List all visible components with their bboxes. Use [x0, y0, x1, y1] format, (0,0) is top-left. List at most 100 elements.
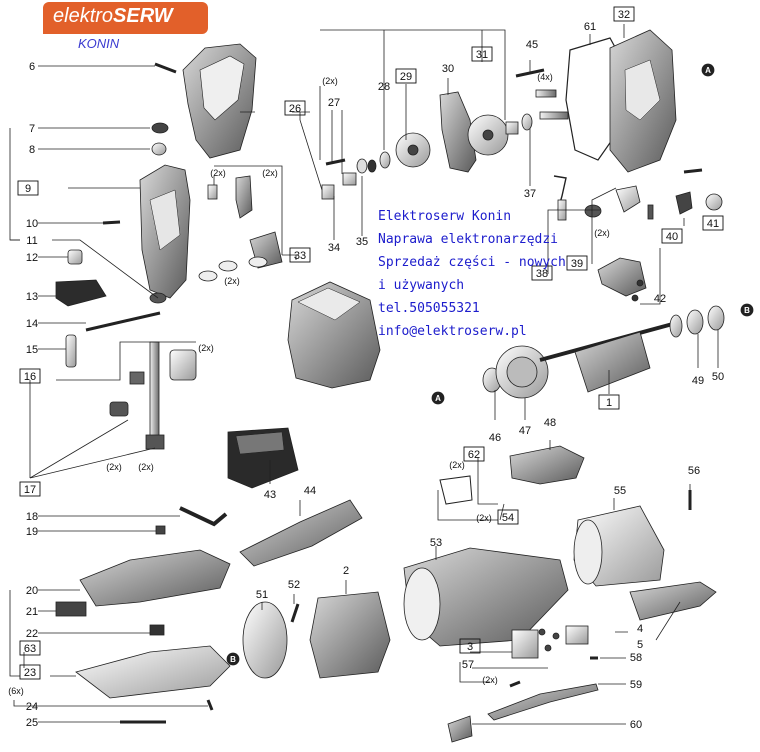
callout-19: 19 [26, 526, 38, 538]
callout-48: 48 [544, 417, 556, 429]
info-service: Naprawa elektronarzędzi [378, 232, 559, 247]
qty-note: (2x) [262, 168, 278, 178]
callout-box-3 [459, 638, 481, 654]
callout-27: 27 [328, 97, 340, 109]
part-12-block [67, 249, 83, 265]
part-33-link [235, 175, 253, 219]
callout-42: 42 [654, 293, 666, 305]
part-1-armature [574, 331, 651, 393]
part-13-cover [55, 279, 107, 307]
callout-17: 17 [24, 484, 36, 496]
callout-14: 14 [26, 318, 38, 330]
part-21-pad [55, 601, 87, 617]
qty-note: (2x) [482, 675, 498, 685]
info-phone: tel.505055321 [378, 301, 480, 316]
callout-60: 60 [630, 719, 642, 731]
part-4-5-cable-guard [629, 581, 717, 621]
callout-28: 28 [378, 81, 390, 93]
callout-51: 51 [256, 589, 268, 601]
callout-52: 52 [288, 579, 300, 591]
part-8-bush [151, 142, 167, 156]
qty-note: (2x) [594, 228, 610, 238]
callout-59: 59 [630, 679, 642, 691]
ref-label-a-mid: A [435, 394, 441, 403]
callout-box-40 [661, 228, 683, 244]
callout-11: 11 [26, 235, 37, 247]
callout-44: 44 [304, 485, 316, 497]
callout-37: 37 [524, 188, 536, 200]
info-company: Elektroserw Konin [378, 209, 512, 224]
callout-4: 4 [637, 623, 643, 635]
contact-info: Elektroserw Konin Naprawa elektronarzędz… [378, 205, 566, 343]
part-48-module [509, 445, 585, 485]
callout-8: 8 [29, 144, 35, 156]
qty-note: (2x) [476, 513, 492, 523]
callout-1: 1 [606, 397, 612, 409]
ref-label-b-bottom: B [230, 655, 236, 664]
callout-12: 12 [26, 252, 38, 264]
callout-box-26 [284, 100, 306, 116]
callout-box-63 [19, 640, 41, 656]
callout-24: 24 [26, 701, 38, 713]
part-45-screw [515, 68, 545, 78]
callout-39: 39 [571, 258, 583, 270]
info-parts: Sprzedaż części - nowych [378, 255, 566, 270]
callout-54: 54 [502, 512, 514, 524]
brand-name-light: elektro [53, 5, 114, 27]
brand-name-bold: SERW [113, 5, 173, 27]
callout-box-31 [471, 46, 493, 62]
callout-40: 40 [666, 231, 678, 243]
callout-box-38 [531, 265, 553, 281]
info-email[interactable]: info@elektroserw.pl [378, 324, 527, 339]
callout-30: 30 [442, 63, 454, 75]
part-34-sleeve [321, 184, 335, 200]
callout-box-16 [19, 368, 41, 384]
callout-2: 2 [343, 565, 349, 577]
callout-21: 21 [26, 606, 38, 618]
callout-33: 33 [294, 250, 306, 262]
callout-10: 10 [26, 218, 38, 230]
part-40-clip [597, 257, 647, 297]
ref-label-b-top: B [744, 306, 750, 315]
callout-box-9 [17, 180, 39, 196]
callout-box-1 [598, 394, 620, 410]
callout-box-54 [497, 509, 519, 525]
qty-note: (2x) [210, 168, 226, 178]
ref-label-a-top: A [705, 66, 711, 75]
callout-box-62 [463, 446, 485, 462]
brand-logo: elektroSERW [43, 2, 208, 34]
callout-46: 46 [489, 432, 501, 444]
callout-56: 56 [688, 465, 700, 477]
part-35-washer [356, 158, 368, 174]
part-59-cable [487, 683, 599, 721]
callout-18: 18 [26, 511, 38, 523]
callout-13: 13 [26, 291, 38, 303]
callout-31: 31 [476, 49, 488, 61]
part-49-bearing [686, 309, 704, 335]
callout-34: 34 [328, 242, 340, 254]
part-51-flange [242, 601, 288, 679]
callout-9: 9 [25, 183, 31, 195]
info-used: i używanych [378, 278, 465, 293]
part-3-switch [511, 629, 539, 659]
callout-43: 43 [264, 489, 276, 501]
callout-6: 6 [29, 61, 35, 73]
part-7-ring [151, 122, 169, 134]
qty-note: (2x) [224, 276, 240, 286]
callout-26: 26 [289, 103, 301, 115]
qty-note: (2x) [198, 343, 214, 353]
callout-58: 58 [630, 652, 642, 664]
part-2-stator [309, 591, 391, 679]
qty-note: (2x) [138, 462, 154, 472]
callout-57: 57 [462, 659, 474, 671]
part-60-clamp [447, 715, 473, 743]
brand-city: KONIN [78, 36, 120, 51]
callout-62: 62 [468, 449, 480, 461]
part-23-baseplate [75, 645, 231, 699]
part-10-screw [102, 220, 121, 225]
callout-38: 38 [536, 268, 548, 280]
callout-23: 23 [24, 667, 36, 679]
callout-box-39 [566, 255, 588, 271]
part-20-base [79, 549, 231, 607]
